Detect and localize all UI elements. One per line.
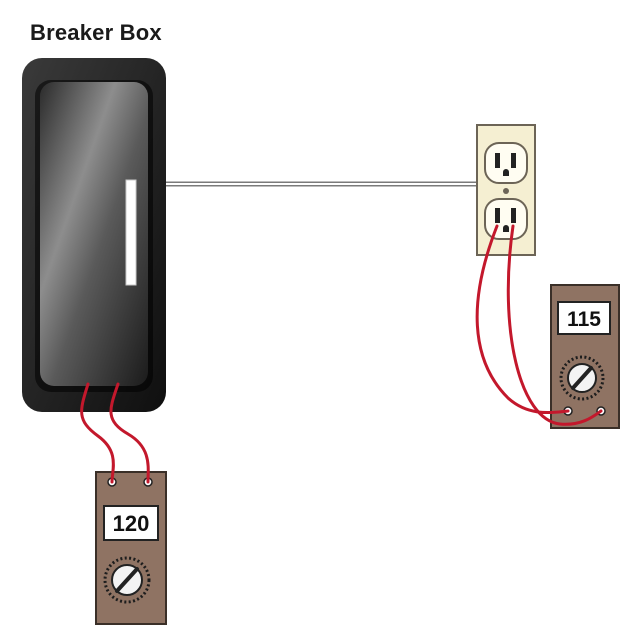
voltmeter-outlet: 115 xyxy=(550,284,620,429)
outlet-upper-slot-right xyxy=(511,153,516,168)
outlet-lower-ground xyxy=(503,225,509,232)
voltmeter-breaker-reading: 120 xyxy=(113,511,150,536)
voltmeter-outlet-dial-ticks xyxy=(559,355,605,401)
voltmeter-breaker-body xyxy=(95,471,167,625)
breaker-box-handle xyxy=(125,179,137,286)
voltmeter-breaker-display xyxy=(103,505,159,541)
voltmeter-outlet-display xyxy=(557,301,611,335)
probe-wire-outlet-right xyxy=(506,224,603,426)
probe-wire-breaker-right xyxy=(109,382,150,484)
breaker-box xyxy=(22,58,166,412)
probe-wire-outlet-left xyxy=(475,224,570,415)
outlet-lower-receptacle xyxy=(484,198,528,240)
probe-wires-breaker xyxy=(80,382,150,484)
outlet-upper-slot-left xyxy=(495,153,500,168)
wall-outlet xyxy=(476,124,536,256)
probe-wires-outlet xyxy=(475,224,603,426)
breaker-box-door xyxy=(40,82,148,386)
voltmeter-breaker: 120 xyxy=(95,471,167,625)
outlet-upper-receptacle xyxy=(484,142,528,184)
probe-wire-breaker-left xyxy=(80,382,115,484)
voltmeter-outlet-dial-pointer xyxy=(571,366,593,390)
voltmeter-outlet-reading: 115 xyxy=(567,308,601,331)
breaker-box-title: Breaker Box xyxy=(30,20,162,45)
voltmeter-breaker-dial-ticks xyxy=(103,556,151,604)
outlet-upper-ground xyxy=(503,169,509,176)
outlet-screw xyxy=(503,188,509,194)
outlet-lower-slot-left xyxy=(495,208,500,223)
voltmeter-breaker-dial-pointer xyxy=(115,567,139,593)
outlet-lower-slot-right xyxy=(511,208,516,223)
